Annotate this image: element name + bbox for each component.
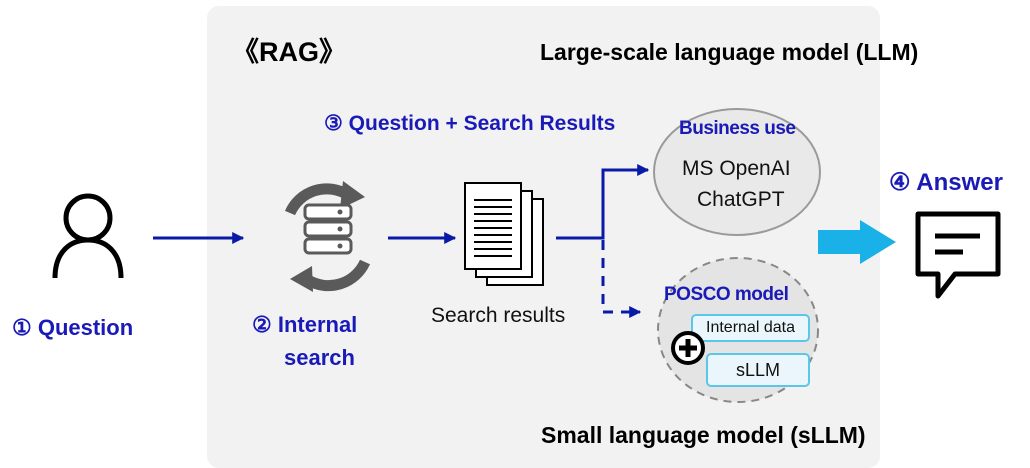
business-use-label: Business use [679, 118, 796, 139]
llm-line2: ChatGPT [697, 188, 785, 211]
search-results-label: Search results [431, 304, 566, 327]
llm-title: Large-scale language model (LLM) [540, 39, 919, 65]
database-sync-icon [284, 181, 371, 292]
sllm-box: sLLM [706, 353, 810, 387]
chat-bubble-icon [915, 211, 1001, 299]
arrow-results-to-sllm [601, 240, 642, 318]
step-question-plus-results: ③ Question + Search Results [324, 112, 616, 135]
arrow-results-to-llm [556, 164, 650, 240]
rag-title: 《RAG》 [232, 37, 346, 67]
step-internal-search-line1: ② Internal [252, 312, 358, 337]
internal-data-box: Internal data [691, 314, 810, 342]
posco-model-label: POSCO model [664, 284, 789, 305]
llm-ellipse [653, 108, 821, 236]
document-stack-icon [464, 182, 544, 286]
step-internal-search-line2: search [284, 345, 355, 370]
step-question: ① Question [12, 315, 134, 340]
answer-arrow [818, 220, 896, 264]
sllm-title: Small language model (sLLM) [541, 422, 866, 448]
llm-line1: MS OpenAI [682, 157, 791, 180]
step-answer: ④ Answer [889, 169, 1003, 196]
person-icon [52, 193, 124, 279]
